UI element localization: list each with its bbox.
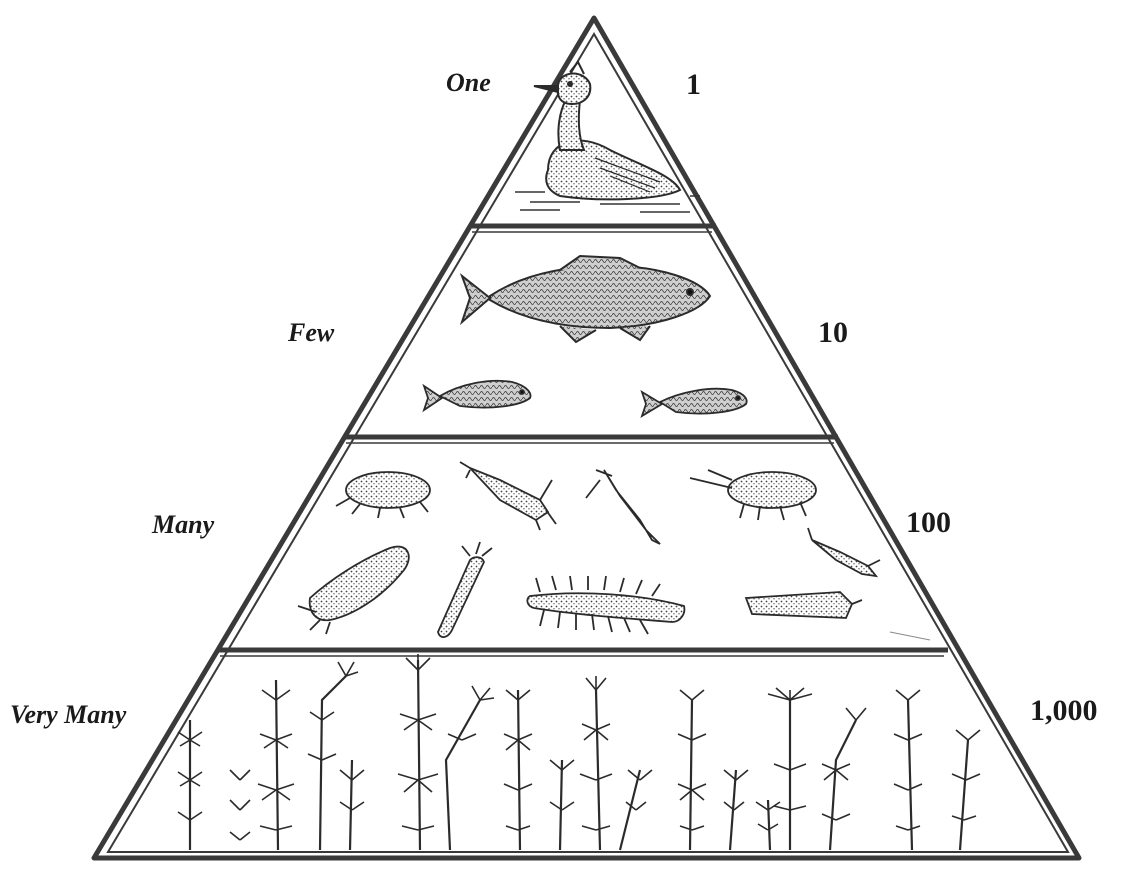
aquatic-plants-drawing	[190, 660, 968, 850]
count-10: 10	[818, 316, 848, 350]
small-fish-drawing	[424, 381, 530, 410]
invertebrates-drawing	[298, 462, 880, 637]
label-one: One	[446, 68, 491, 98]
label-many: Many	[152, 510, 214, 540]
label-very-many: Very Many	[10, 700, 126, 730]
label-few: Few	[288, 318, 334, 348]
small-fish-drawing	[642, 389, 747, 416]
count-1000: 1,000	[1030, 694, 1098, 728]
large-fish-drawing	[462, 256, 710, 342]
plant-leaves	[178, 654, 980, 840]
count-1: 1	[686, 68, 701, 102]
count-100: 100	[906, 506, 951, 540]
